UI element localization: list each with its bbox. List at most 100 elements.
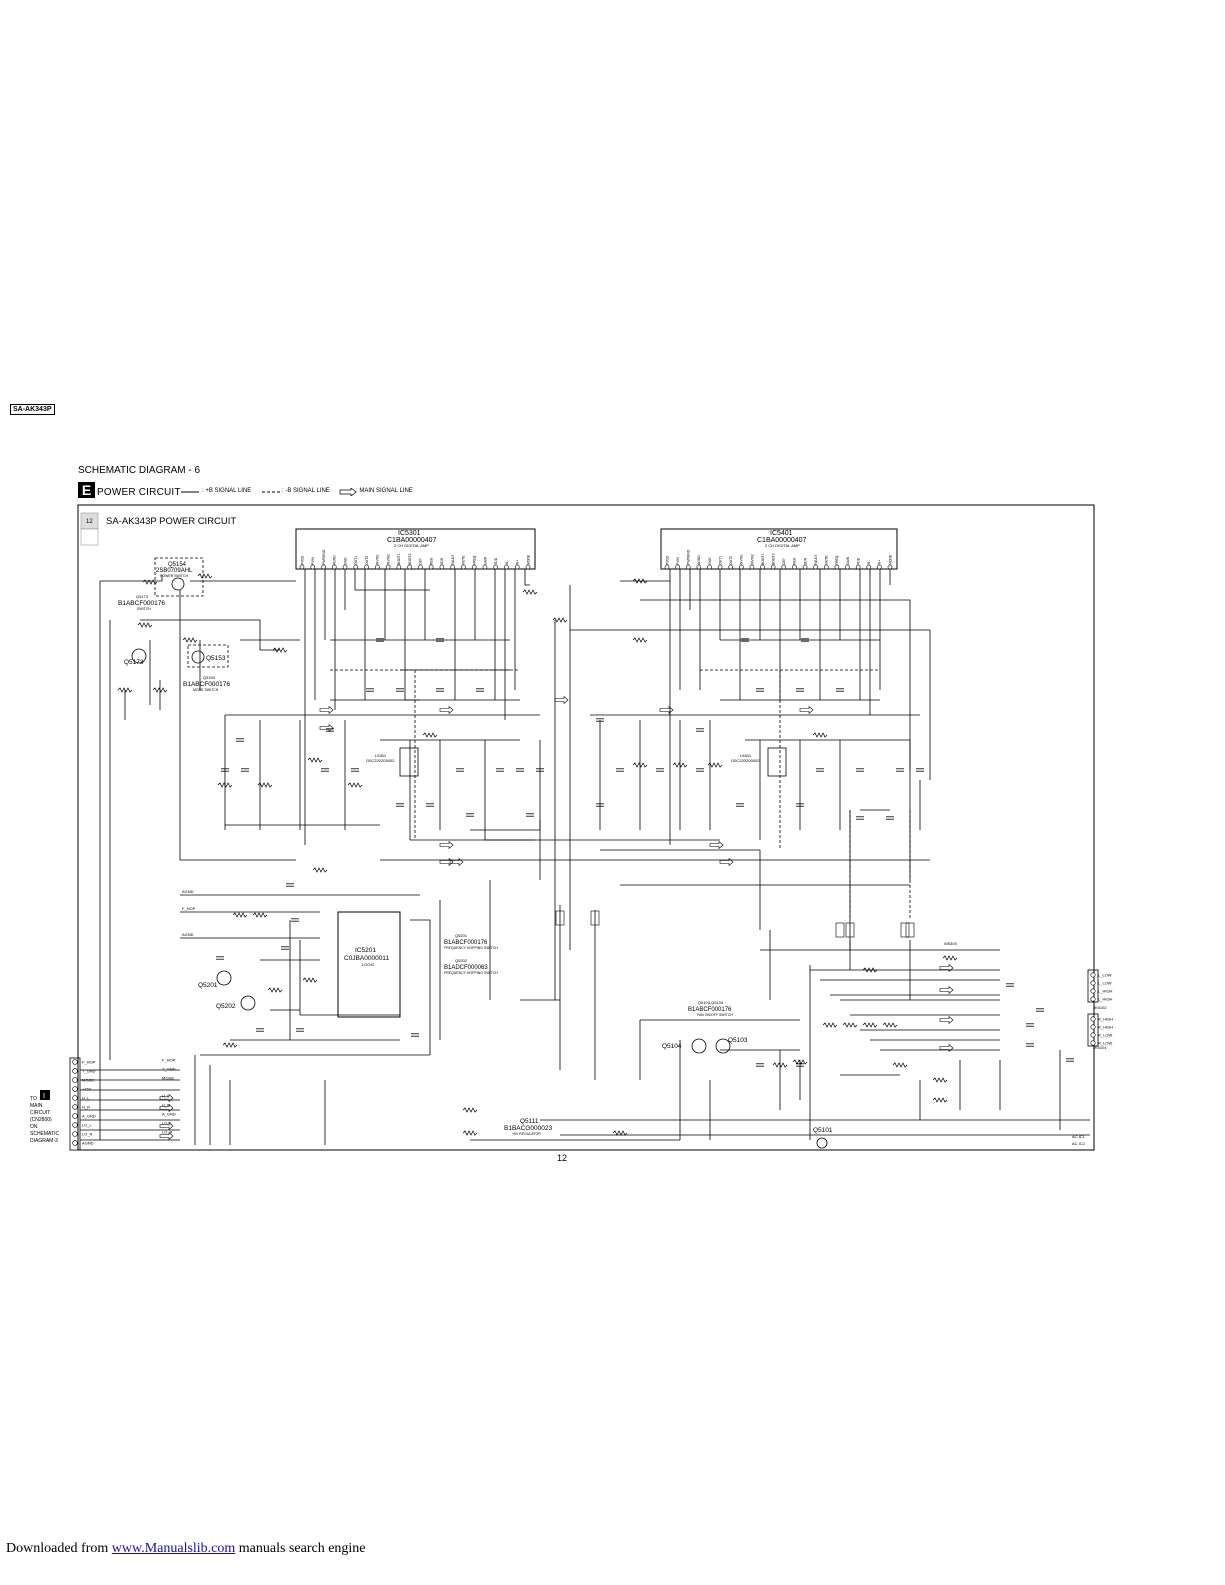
q5154-box (154, 557, 204, 597)
resistor (217, 782, 233, 788)
resistor (222, 1042, 238, 1048)
fuse (590, 910, 600, 926)
resistor (197, 573, 213, 579)
q5111-desc: +5V REGULATOR (512, 1132, 541, 1136)
resistor (152, 687, 168, 693)
ic5301-pin-label: PVDD (300, 555, 304, 565)
ic5301-pin-label: BOOT2 (408, 553, 412, 565)
cn-pin (72, 1086, 78, 1092)
main-signal-arrow (939, 1043, 954, 1053)
ic5401-pin-label: IN- (867, 560, 871, 565)
ic5301-part: C1BA00000407 (387, 537, 437, 544)
resistor (232, 912, 248, 918)
ic5401-pin-label: OUT1 (718, 556, 722, 565)
to-box-letter: I (43, 1093, 45, 1100)
ic5401-pin-18 (845, 564, 850, 570)
resistor (252, 912, 268, 918)
jack-pin-label: R_LOW (1098, 1041, 1112, 1046)
net-agnd: AGND (182, 889, 194, 894)
manualslib-link[interactable]: www.Manualslib.com (111, 1541, 236, 1556)
q5103-part: B1ABCF000176 (688, 1007, 732, 1013)
cn-pin-label: A_GND (82, 1114, 96, 1119)
to-label-line: (CN2800) (30, 1117, 52, 1123)
ic5301-pin-label: REG (429, 557, 433, 565)
page-number: 12 (557, 1153, 568, 1163)
ic5301: IC5301 C1BA00000407 2 CH DIGITAL AMP PVD… (295, 528, 536, 570)
q5154-ref: Q5154 (168, 562, 187, 568)
ic5401-pin-label: PVDD (665, 555, 669, 565)
q5202-label: Q5202 (216, 1003, 236, 1010)
jack-pin-label: L_LOW (1098, 981, 1112, 986)
ic5401-pin-label: BOOT2 (771, 553, 775, 565)
ic5301-pin-14 (439, 564, 445, 570)
ic5301-pin-12 (418, 564, 423, 570)
minus-b-lines (330, 669, 911, 920)
to-label: TOMAINCIRCUIT(CN2800)ONSCHEMATICDIAGRAM-… (30, 1096, 59, 1144)
ic5401-pin-label: MUTE (825, 555, 829, 565)
ic5401: IC5401 C1BA00000407 2 CH DIGITAL AMP PVD… (660, 528, 898, 570)
ic5401-pin-2 (675, 564, 680, 570)
ic5401-pin-label: BOOT1 (761, 553, 765, 565)
resistor (707, 762, 723, 768)
legend-main-label: : MAIN SIGNAL LINE (356, 488, 413, 494)
fuse (900, 922, 910, 938)
ic5301-pin-label: FAULT (451, 555, 455, 565)
resistor (422, 732, 438, 738)
q5153-box (187, 644, 229, 668)
ic5301-pin-label: INVIN1 (376, 554, 380, 565)
ic5301-pin-label: IN- (505, 560, 509, 565)
resistor (307, 757, 323, 763)
resistor (142, 579, 158, 585)
l5401-ref: L5401 (740, 753, 752, 758)
legend-solid-line (181, 491, 199, 493)
main-signal-arrow (939, 963, 954, 973)
resistor (792, 1059, 808, 1065)
q5153-desc: MODE SWITCH (193, 688, 219, 692)
net-w5305: W5305 (944, 941, 957, 946)
ic5401-pin-11 (770, 564, 776, 570)
main-signal-arrow (159, 1121, 174, 1131)
main-signal-arrow (439, 857, 454, 867)
q5153-symbol (191, 650, 205, 664)
fuse (835, 922, 845, 938)
ic5401-pin-label: SDN (803, 557, 807, 565)
jack-pin (1090, 972, 1096, 978)
ic5301-pin-21 (514, 564, 520, 570)
cn-pin (72, 1077, 78, 1083)
main-signal-arrow (939, 1015, 954, 1025)
main-signal-arrow (659, 705, 674, 715)
ic5301-pin-label: AGND (333, 555, 337, 565)
jack-pin-label: R_LOW (1098, 1033, 1112, 1038)
q5111-part: B1BACG000023 (504, 1125, 552, 1132)
cn-pin-label: MODE (82, 1078, 94, 1083)
resistor (632, 578, 648, 584)
ic5301-pin-2 (310, 564, 316, 570)
fuse (555, 910, 565, 926)
ic5401-pin-10 (760, 564, 765, 570)
ic5301-pin-label: MUTE (462, 555, 466, 565)
jk5101-ref: JK5101 (1093, 1045, 1107, 1050)
ic5301-pin-8 (375, 564, 380, 570)
to-label-line: SCHEMATIC (30, 1131, 59, 1137)
main-signal-arrow (709, 840, 724, 850)
cn-signal-label: F_HOP (162, 1058, 176, 1063)
resistor (932, 1077, 948, 1083)
resistor (267, 987, 283, 993)
ic5301-pin-label: GAIN (483, 556, 487, 565)
main-signal-arrow (439, 705, 454, 715)
q5103-desc: FAN ON/OFF SWITCH (697, 1013, 733, 1017)
ic5401-pin-16 (823, 564, 829, 570)
ic5401-pin-label: PWRGND (687, 549, 691, 565)
q5173-ref: Q5173 (136, 594, 149, 599)
jack-pin (1090, 1024, 1096, 1030)
ic5401-desc: 2 CH DIGITAL AMP (765, 543, 800, 548)
resistor (632, 762, 648, 768)
ic5401-pin-13 (792, 564, 797, 570)
ic5401-pin-9 (749, 564, 755, 570)
ic5301-pin-22 (525, 564, 531, 570)
resistor (772, 1062, 788, 1068)
main-signal-arrow (319, 705, 334, 715)
